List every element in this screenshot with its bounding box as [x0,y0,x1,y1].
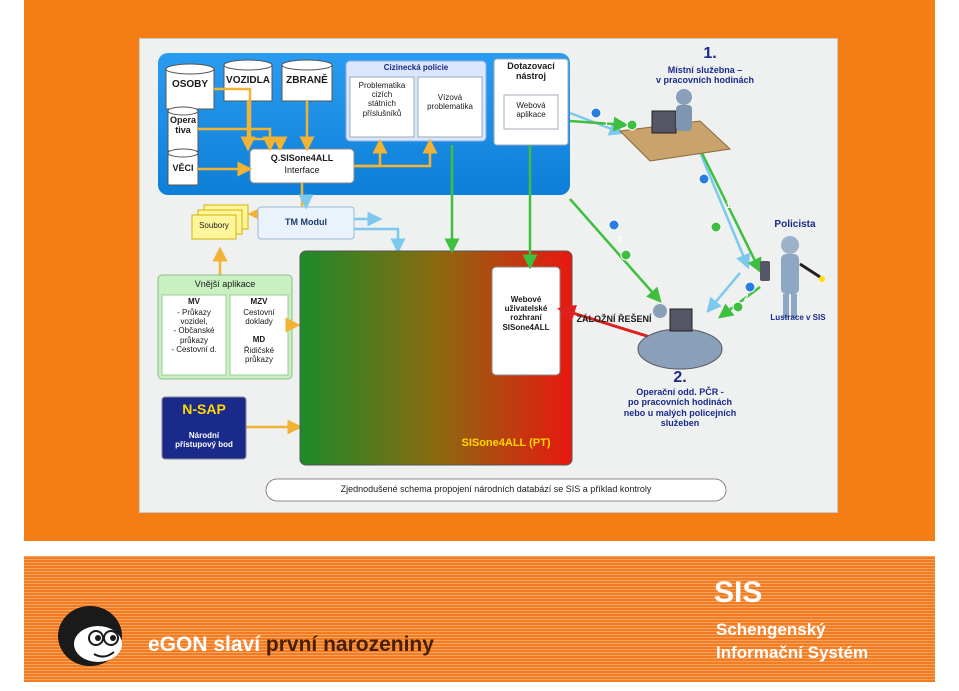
vnejsi-title: Vnější aplikace [194,279,256,289]
mzv-text: Cestovní doklady [243,308,275,327]
step-label-d: 2. [744,293,751,302]
site1-number: 1. [703,45,717,62]
mzv-title: MZV [250,297,268,306]
diagram-caption: Zjednodušené schema propojení národních … [340,484,652,494]
cizinecka-left-text: Problematika cizích státních příslušníků [358,81,406,118]
caption-box [265,478,727,502]
step-label-a: 1. [604,119,611,128]
zalozni-label: ZÁLOŽNÍ ŘEŠENÍ [576,314,652,324]
md-title: MD [252,335,266,344]
mv-items: - Průkazy vozidel, - Občanské průkazy - … [171,308,217,354]
cizinecka-title: Cizinecká policie [383,63,449,72]
footer-banner [24,556,935,682]
soubory-label: Soubory [199,221,229,230]
step-label-b: 1. [726,201,733,210]
webova-aplikace-label: Webová aplikace [516,101,546,120]
banner-title-light: eGON slaví [148,633,266,656]
interface-sub: Interface [284,165,320,175]
cizinecka-right-text: Vízová problematika [427,93,473,112]
workstation-1 [618,89,732,162]
mv-title: MV [188,297,200,306]
banner-title: eGON slaví první narozeniny [148,633,434,657]
webove-label: Webové uživatelské rozhraní SISone4ALL [502,295,550,332]
sisone-label: SISone4ALL (PT) [461,437,551,449]
sis-title: SIS [714,576,763,609]
diagram-graphics [157,53,825,502]
db-zbrane-label: ZBRANĚ [286,75,328,86]
policista-label: Policista [774,219,816,230]
banner-title-dark: první narozeniny [265,633,434,656]
workstation-2 [637,304,723,370]
nsap-sub: Národní přístupový bod [175,431,233,450]
site2-number: 2. [673,369,687,386]
interface-title: Q.SISone4ALL [270,153,334,163]
policeman [760,236,825,318]
egon-mascot-logo [58,606,122,666]
db-vozidla-label: VOZIDLA [226,75,270,86]
nsap-box [161,396,247,460]
db-veci-label: VĚCI [172,163,194,173]
site1-text: Místní služebna – v pracovních hodinách [655,65,755,86]
nsap-title: N-SAP [182,401,226,417]
diagram-panel: OSOBY VOZIDLA ZBRANĚ Opera tiva VĚCI Ciz… [139,38,838,513]
lustrace-label: Lustrace v SIS [770,313,826,322]
sis-subtitle: Schengenský Informační Systém [716,620,869,662]
md-text: Řidičské průkazy [243,346,275,365]
step-markers [590,107,756,313]
db-cylinders [165,59,333,186]
db-osoby-label: OSOBY [171,79,209,90]
tm-modul-label: TM Modul [285,217,327,227]
site2-text: Operační odd. PČR - po pracovních hodiná… [623,387,737,429]
step-label-c: 2. [618,235,625,244]
soubory-stack [191,204,249,240]
dotazovaci-title: Dotazovací nástroj [507,61,555,82]
db-operativa-label: Opera tiva [169,115,196,136]
